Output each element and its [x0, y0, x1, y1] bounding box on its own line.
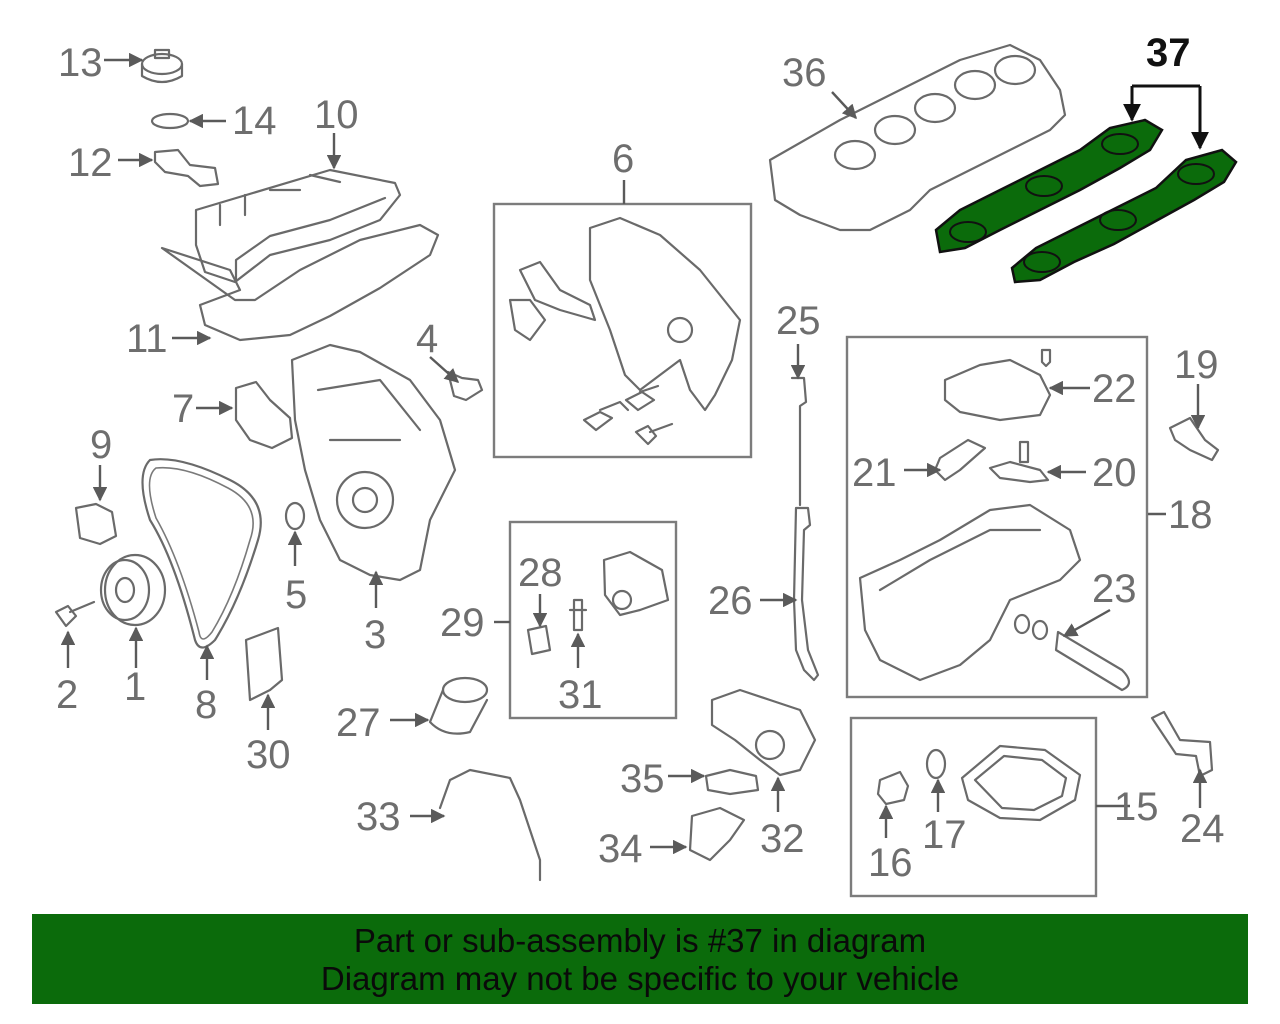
gasket-12-drawing	[153, 148, 220, 188]
valve-cover-drawing	[194, 168, 402, 284]
oil-pan-upper-box	[845, 335, 1149, 699]
part-info-banner: Part or sub-assembly is #37 in diagram D…	[32, 914, 1248, 1004]
sensor-4-drawing	[446, 370, 484, 402]
strainer-34-drawing	[688, 806, 746, 862]
o-ring-14-drawing	[150, 112, 190, 130]
o-ring-5-drawing	[284, 501, 306, 531]
oil-filter-drawing	[428, 676, 489, 735]
banner-line-2: Diagram may not be specific to your vehi…	[320, 960, 960, 997]
callout-10: 10	[314, 93, 359, 137]
oil-pipe-33-drawing	[438, 768, 542, 882]
callout-37: 37	[1146, 31, 1191, 75]
valve-cover-gasket-drawing	[160, 223, 440, 342]
bracket-24-drawing	[1150, 710, 1214, 778]
intake-manifold-drawing	[768, 43, 1067, 232]
callout-30: 30	[246, 733, 291, 777]
sensor-19-drawing	[1168, 416, 1220, 462]
sensor-kit-parts-drawing	[526, 550, 670, 656]
leader-lines	[60, 52, 1209, 855]
crank-pulley-drawing	[99, 553, 167, 627]
callout-35: 35	[620, 757, 665, 801]
callout-12: 12	[68, 141, 113, 185]
callout-5: 5	[285, 573, 307, 617]
callout-1: 1	[124, 665, 146, 709]
callout-16: 16	[868, 841, 913, 885]
bracket-7-drawing	[234, 380, 294, 450]
gasket-35-drawing	[704, 768, 760, 796]
callout-32: 32	[760, 817, 805, 861]
timing-kit-parts-drawing	[508, 216, 742, 446]
callout-13: 13	[58, 41, 103, 85]
callout-6: 6	[612, 137, 634, 181]
dipstick-drawing	[790, 376, 820, 682]
callout-19: 19	[1174, 343, 1219, 387]
oil-pump-drawing	[710, 688, 817, 777]
callout-29: 29	[440, 601, 485, 645]
callout-15: 15	[1114, 785, 1159, 829]
callout-26: 26	[708, 579, 753, 623]
callout-9: 9	[90, 423, 112, 467]
timing-cover-kit-box	[492, 202, 753, 459]
callout-18: 18	[1168, 493, 1213, 537]
banner-line-1: Part or sub-assembly is #37 in diagram	[353, 922, 927, 959]
callout-27: 27	[336, 701, 381, 745]
callout-17: 17	[922, 813, 967, 857]
callout-25: 25	[776, 299, 821, 343]
sensor-kit-box	[508, 520, 678, 720]
oil-pan-lower-drawing	[876, 744, 1082, 822]
oil-strainer-drawing	[1013, 613, 1131, 692]
callout-8: 8	[195, 683, 217, 727]
bracket-30-drawing	[244, 626, 284, 702]
callout-7: 7	[172, 387, 194, 431]
callout-11: 11	[126, 317, 168, 361]
callout-21: 21	[852, 451, 897, 495]
callout-20: 20	[1092, 451, 1137, 495]
idler-9-drawing	[74, 502, 118, 546]
callout-36: 36	[782, 51, 827, 95]
callout-34: 34	[598, 827, 643, 871]
callout-3: 3	[364, 613, 386, 657]
callout-31: 31	[558, 673, 603, 717]
callout-33: 33	[356, 795, 401, 839]
oil-filler-cap-drawing	[140, 48, 184, 84]
callout-22: 22	[1092, 367, 1137, 411]
callout-28: 28	[518, 551, 563, 595]
timing-chain-drawing	[141, 458, 262, 649]
intake-manifold-gaskets-highlight	[934, 118, 1238, 284]
callout-4: 4	[416, 317, 438, 361]
callout-14: 14	[232, 99, 277, 143]
callout-24: 24	[1180, 807, 1225, 851]
timing-cover-drawing	[290, 343, 457, 582]
bolt-2-drawing	[54, 600, 96, 628]
oil-pan-upper-drawing	[858, 348, 1082, 682]
callout-23: 23	[1092, 567, 1137, 611]
callout-2: 2	[56, 673, 78, 717]
